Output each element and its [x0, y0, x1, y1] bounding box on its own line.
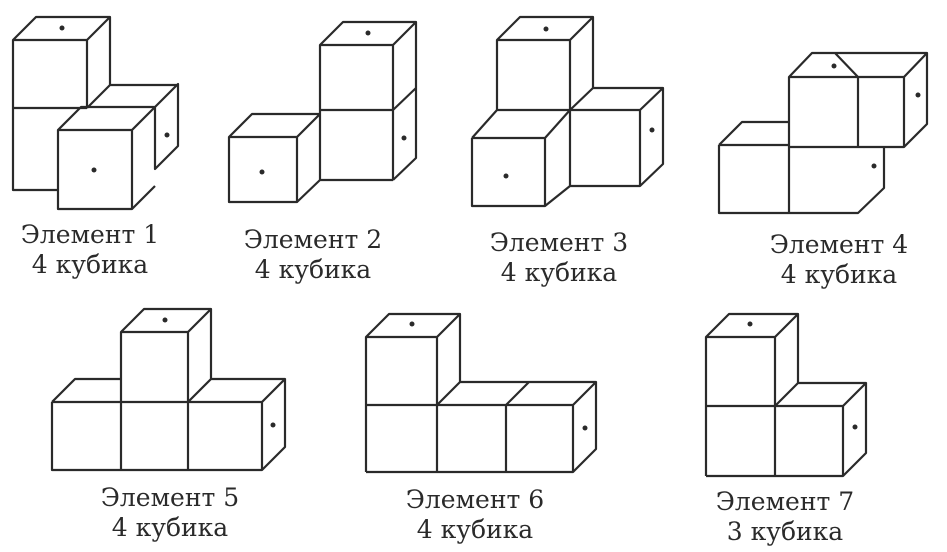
element-2-count: 4 кубика — [254, 255, 372, 284]
element-7-count: 3 кубика — [726, 517, 844, 546]
element-1-count: 4 кубика — [31, 250, 149, 279]
element-4-lower-side-marker — [871, 163, 877, 169]
element-6-name: Элемент 6 — [405, 485, 545, 514]
element-5-drawing — [50, 307, 287, 472]
element-4-caption: Элемент 4 4 кубика — [754, 230, 924, 290]
element-4-name: Элемент 4 — [769, 230, 909, 259]
element-3-drawing — [470, 15, 665, 208]
element-3-caption: Элемент 3 4 кубика — [474, 228, 644, 288]
element-2-drawing — [227, 20, 418, 204]
element-2-side-marker — [401, 135, 407, 141]
element-6-caption: Элемент 6 4 кубика — [390, 485, 560, 545]
element-7-name: Элемент 7 — [715, 487, 855, 516]
element-1-drawing — [11, 15, 180, 211]
element-1-side-marker — [164, 132, 170, 138]
element-5-caption: Элемент 5 4 кубика — [85, 483, 255, 543]
element-7-top-marker — [747, 321, 753, 327]
element-4-drawing — [717, 51, 929, 215]
element-5-count: 4 кубика — [111, 513, 229, 542]
element-4-count: 4 кубика — [780, 260, 898, 289]
element-2-caption: Элемент 2 4 кубика — [228, 225, 398, 285]
element-6-drawing — [364, 312, 598, 474]
element-3-front-marker — [503, 173, 509, 179]
element-4-upper-side-marker — [915, 92, 921, 98]
element-6-count: 4 кубика — [416, 515, 534, 544]
element-1-name: Элемент 1 — [20, 220, 160, 249]
element-1-top-marker — [59, 25, 65, 31]
element-1-caption: Элемент 1 4 кубика — [5, 220, 175, 280]
element-2-top-marker — [365, 30, 371, 36]
element-5-name: Элемент 5 — [100, 483, 240, 512]
element-7-caption: Элемент 7 3 кубика — [700, 487, 870, 547]
element-3-top-marker — [543, 26, 549, 32]
element-2-name: Элемент 2 — [243, 225, 383, 254]
element-7-side-marker — [852, 424, 858, 430]
element-5-top-marker — [162, 317, 168, 323]
element-4-top-marker — [831, 63, 837, 69]
element-1-front-marker — [91, 167, 97, 173]
element-7-drawing — [704, 312, 868, 478]
element-3-name: Элемент 3 — [489, 228, 629, 257]
element-6-top-marker — [409, 321, 415, 327]
element-3-count: 4 кубика — [500, 258, 618, 287]
element-3-side-marker — [649, 127, 655, 133]
element-2-front-marker — [259, 169, 265, 175]
element-5-side-marker — [270, 422, 276, 428]
element-6-side-marker — [582, 425, 588, 431]
